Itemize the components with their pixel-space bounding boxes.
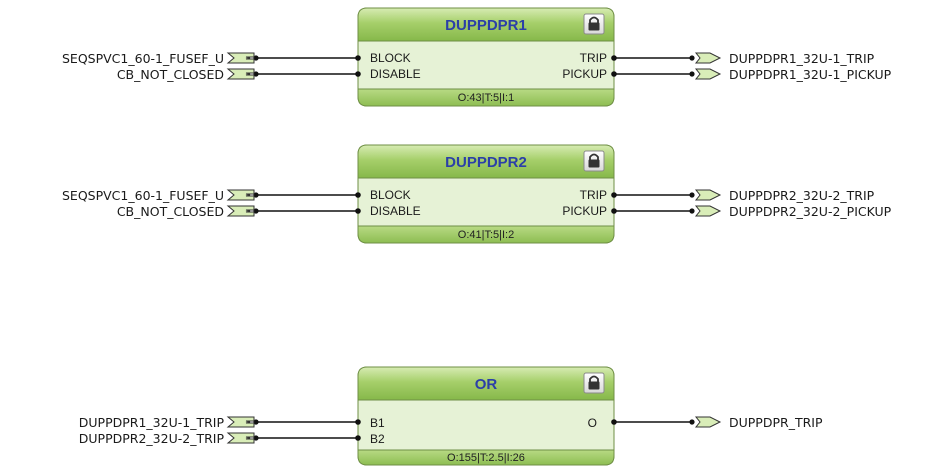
input-signal-label[interactable]: CB_NOT_CLOSED bbox=[117, 67, 224, 82]
output-signal-label[interactable]: DUPPDPR2_32U-2_PICKUP bbox=[729, 204, 892, 219]
connection-dots-block2 bbox=[253, 192, 695, 214]
input-port-block: BLOCK bbox=[370, 51, 411, 65]
output-signal-label[interactable]: DUPPDPR2_32U-2_TRIP bbox=[729, 188, 875, 203]
block-footer: O:155|T:2.5|I:26 bbox=[447, 452, 525, 464]
block-header bbox=[357, 366, 615, 401]
output-connector-icon[interactable] bbox=[694, 68, 722, 80]
output-signal-label[interactable]: DUPPDPR1_32U-1_TRIP bbox=[729, 51, 875, 66]
function-block-or[interactable]: OR B1 B2 O O:155|T:2.5|I:26 bbox=[357, 366, 615, 466]
connection-dots-block1 bbox=[253, 55, 695, 77]
block-footer: O:43|T:5|I:1 bbox=[458, 92, 514, 104]
input-connector-icon[interactable] bbox=[226, 68, 255, 80]
output-port-trip: TRIP bbox=[580, 51, 607, 65]
block-header bbox=[357, 7, 615, 42]
block-footer-bar bbox=[357, 88, 615, 107]
output-connector-icon[interactable] bbox=[694, 189, 722, 201]
function-block-duppdpr1[interactable]: DUPPDPR1 BLOCK DISABLE TRIP PICKUP O:43|… bbox=[357, 7, 615, 107]
output-port-pickup: PICKUP bbox=[562, 204, 607, 218]
lock-icon[interactable] bbox=[583, 372, 605, 394]
wires-block2 bbox=[256, 194, 692, 212]
lock-icon[interactable] bbox=[583, 13, 605, 35]
wires-block3 bbox=[256, 421, 692, 439]
block-title: OR bbox=[475, 376, 498, 393]
input-connector-icon[interactable] bbox=[226, 52, 255, 64]
block-header bbox=[357, 144, 615, 179]
output-connector-icon[interactable] bbox=[694, 205, 722, 217]
output-signal-label[interactable]: DUPPDPR_TRIP bbox=[729, 415, 823, 430]
wires-block1 bbox=[256, 57, 692, 75]
output-connector-icon[interactable] bbox=[694, 416, 722, 428]
input-signal-label[interactable]: CB_NOT_CLOSED bbox=[117, 204, 224, 219]
function-block-duppdpr2[interactable]: DUPPDPR2 BLOCK DISABLE TRIP PICKUP O:41|… bbox=[357, 144, 615, 244]
input-connector-icon[interactable] bbox=[226, 189, 255, 201]
input-signal-label[interactable]: SEQSPVC1_60-1_FUSEF_U bbox=[62, 188, 224, 203]
block-footer: O:41|T:5|I:2 bbox=[458, 229, 514, 241]
output-port-pickup: PICKUP bbox=[562, 67, 607, 81]
input-connector-icon[interactable] bbox=[226, 416, 255, 428]
input-port-b1: B1 bbox=[370, 416, 385, 430]
lock-icon[interactable] bbox=[583, 150, 605, 172]
input-port-disable: DISABLE bbox=[370, 67, 421, 81]
output-signal-label[interactable]: DUPPDPR1_32U-1_PICKUP bbox=[729, 67, 892, 82]
input-port-block: BLOCK bbox=[370, 188, 411, 202]
input-connector-icon[interactable] bbox=[226, 205, 255, 217]
input-signal-label[interactable]: DUPPDPR1_32U-1_TRIP bbox=[79, 415, 225, 430]
output-port-trip: TRIP bbox=[580, 188, 607, 202]
block-footer-bar bbox=[357, 449, 615, 466]
input-port-b2: B2 bbox=[370, 432, 385, 446]
connection-dots-block3 bbox=[253, 419, 695, 441]
input-signal-label[interactable]: SEQSPVC1_60-1_FUSEF_U bbox=[62, 51, 224, 66]
block-title: DUPPDPR1 bbox=[445, 17, 527, 34]
block-footer-bar bbox=[357, 225, 615, 244]
output-port-o: O bbox=[588, 416, 597, 430]
input-port-disable: DISABLE bbox=[370, 204, 421, 218]
output-connector-icon[interactable] bbox=[694, 52, 722, 64]
block-title: DUPPDPR2 bbox=[445, 154, 527, 171]
input-signal-label[interactable]: DUPPDPR2_32U-2_TRIP bbox=[79, 431, 225, 446]
input-connector-icon[interactable] bbox=[226, 432, 255, 444]
